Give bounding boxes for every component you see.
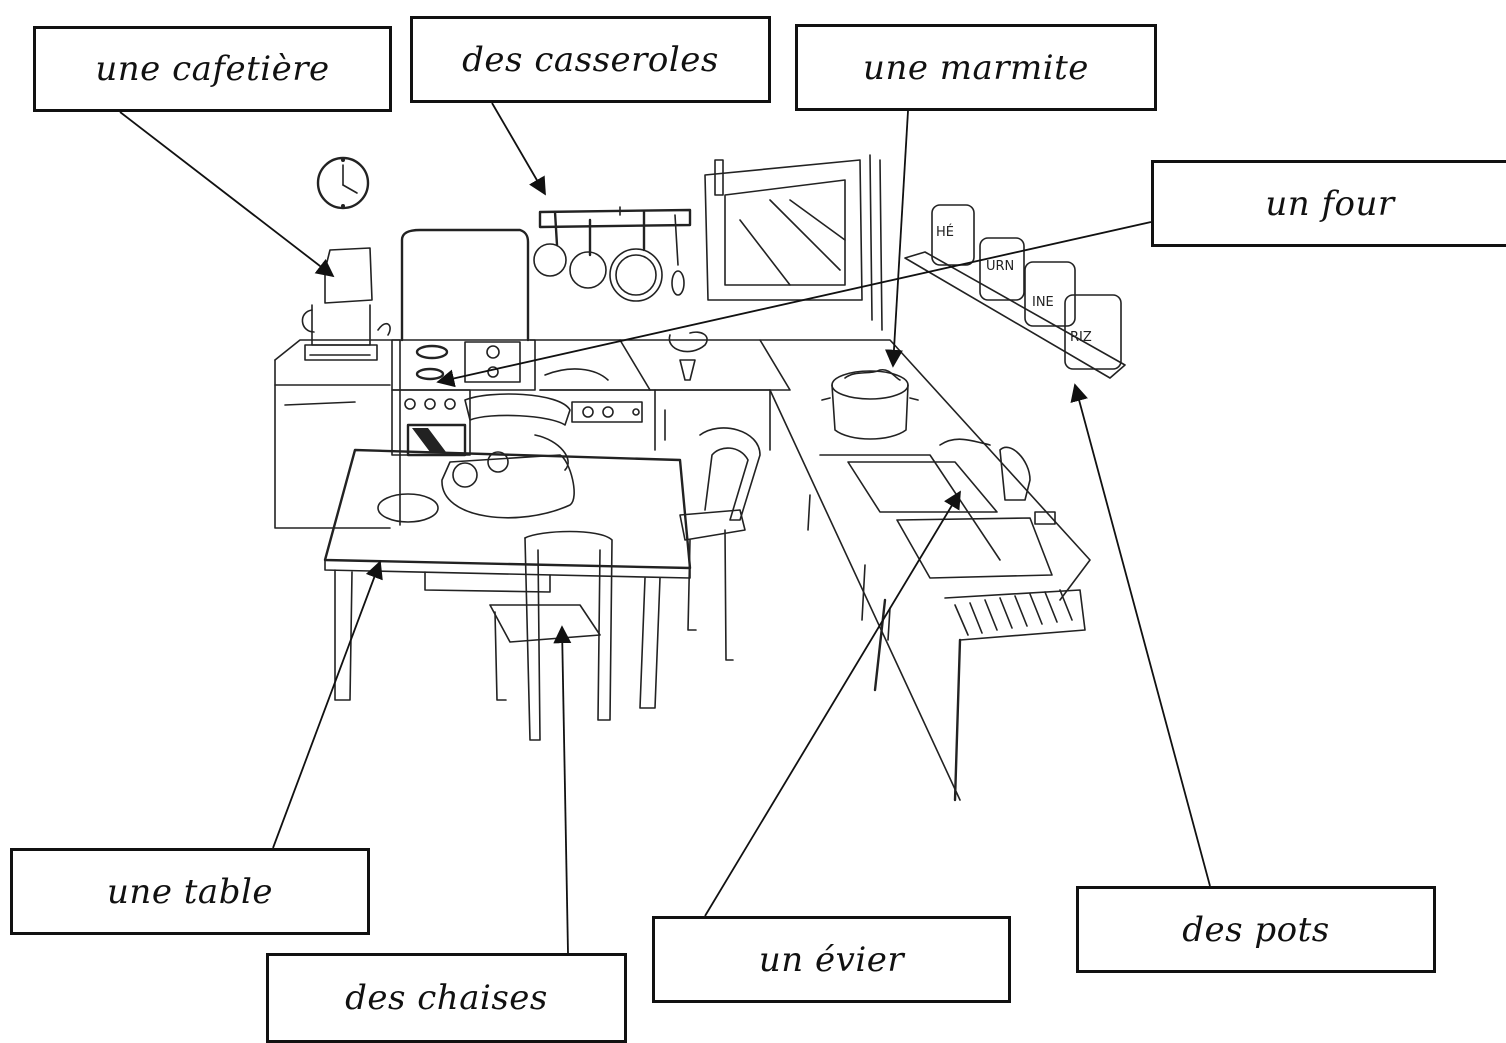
label-evier: un évier xyxy=(652,916,1011,1003)
arrow-evier xyxy=(704,490,961,917)
label-chaises: des chaises xyxy=(266,953,627,1043)
chairs-drawing xyxy=(464,393,761,741)
arrow-four xyxy=(436,221,1152,388)
jar-label-3: INE xyxy=(1032,295,1054,310)
window-drawing xyxy=(704,154,883,331)
label-casseroles: des casseroles xyxy=(410,16,771,103)
label-cafetiere: une cafetière xyxy=(33,26,392,112)
wall-clock xyxy=(316,156,370,210)
right-counter-drawing xyxy=(759,339,1091,802)
arrow-marmite xyxy=(884,110,909,368)
label-marmite: une marmite xyxy=(795,24,1157,111)
table-drawing xyxy=(323,434,692,709)
pans-rack-drawing xyxy=(533,206,692,302)
arrow-casseroles xyxy=(491,102,546,196)
arrow-chaises xyxy=(553,625,572,954)
pointer-arrows xyxy=(119,102,1211,954)
left-counter-drawing xyxy=(274,339,401,529)
jar-label-1: HÉ xyxy=(936,224,954,240)
back-counter-drawing xyxy=(529,331,791,451)
coffee-maker-drawing xyxy=(301,247,391,361)
jar-label-4: RIZ xyxy=(1070,330,1092,345)
jar-shelf-drawing: HÉ URN INE RIZ xyxy=(904,204,1126,379)
stove-drawing xyxy=(391,228,536,457)
arrow-pots xyxy=(1070,383,1211,887)
cooking-pot-drawing xyxy=(821,368,919,440)
arrow-table xyxy=(272,560,383,849)
label-table: une table xyxy=(10,848,370,935)
arrow-cafetiere xyxy=(119,111,335,278)
label-pots: des pots xyxy=(1076,886,1436,973)
jar-label-2: URN xyxy=(986,259,1014,274)
label-four: un four xyxy=(1151,160,1506,247)
